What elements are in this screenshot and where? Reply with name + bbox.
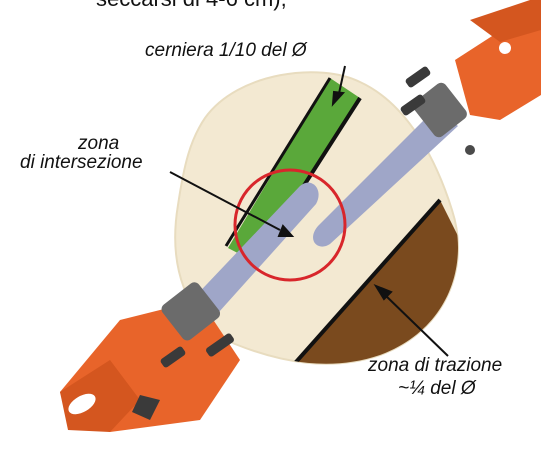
label-hinge: cerniera 1/10 del Ø — [145, 40, 307, 61]
label-traction-line1: zona di trazione — [368, 355, 503, 376]
lower-blade — [188, 182, 319, 322]
label-traction-line2: ~¼ del Ø — [398, 378, 476, 399]
upper-blade — [313, 108, 458, 247]
chainsaw-upper-icon — [400, 0, 541, 155]
leader-lines — [169, 65, 449, 357]
label-intersection-line2: di intersezione — [20, 152, 143, 173]
saw-blades — [188, 108, 458, 322]
intersection-circle — [233, 168, 347, 282]
label-intersection-line1: zona — [78, 133, 120, 154]
chainsaw-lower-icon — [60, 282, 240, 432]
top-caption-text: seccarsi di 4-6 cm); — [96, 0, 287, 12]
